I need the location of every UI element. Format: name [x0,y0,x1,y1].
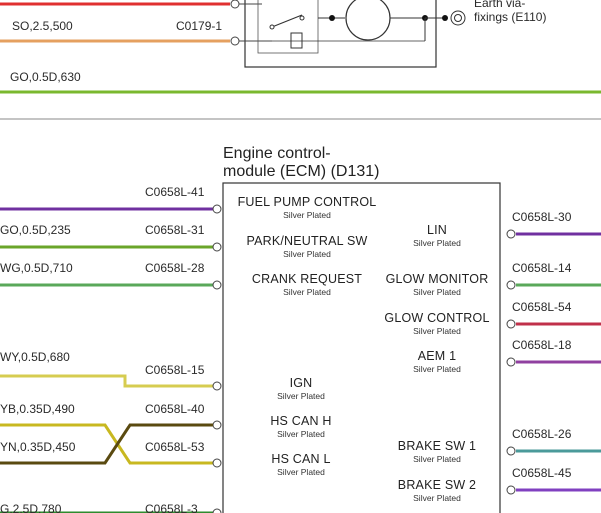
ecm-pin-plating: Silver Plated [277,429,325,439]
left-connector-pin[interactable] [212,242,222,252]
right-wire-3: C0658L-54 [506,300,601,329]
right-connector-label: C0658L-30 [512,210,572,224]
ecm-pin-name: AEM 1 [418,349,457,363]
right-connector-label: C0658L-26 [512,427,572,441]
ecm-pin-plating: Silver Plated [413,454,461,464]
ecm-title-2: module (ECM) (D131) [223,163,379,180]
ecm-pin-name: BRAKE SW 2 [398,478,476,492]
left-wire-6: YN,0.35D,450 C0658L-53 [0,423,222,468]
ecm-pin-name: CRANK REQUEST [252,272,362,286]
left-connector-pin[interactable] [212,508,222,513]
right-connector-label: C0658L-54 [512,300,572,314]
left-wire-7: G,2.5D,780 C0658L-3 [0,502,222,513]
left-connector-pin[interactable] [212,280,222,290]
left-connector-pin[interactable] [212,204,222,214]
left-connector-label: C0658L-28 [145,261,205,275]
left-connector-pin[interactable] [212,420,222,430]
ecm-pin-name: LIN [427,223,447,237]
connector-c0179-top[interactable] [230,0,240,9]
wire-path [0,374,213,388]
ecm-pin-name: IGN [290,376,313,390]
left-wire-label: YB,0.35D,490 [0,402,75,416]
left-connector-label: C0658L-15 [145,363,205,377]
right-wire-6: C0658L-45 [506,466,601,495]
left-connector-label: C0658L-3 [145,502,198,513]
wire-go-630-label: GO,0.5D,630 [10,70,81,84]
right-connector-pin[interactable] [506,485,516,495]
earth-symbol-icon [450,10,466,26]
left-wire-label: WY,0.5D,680 [0,350,70,364]
ecm-pin-plating: Silver Plated [283,287,331,297]
connector-c0179-1[interactable] [230,36,240,46]
left-connector-label: C0658L-40 [145,402,205,416]
fuel-pump-relay-box [239,0,448,68]
left-connector-label: C0658L-41 [145,185,205,199]
right-connector-pin[interactable] [506,280,516,290]
right-wire-1: C0658L-30 [506,210,601,239]
left-wire-label: G,2.5D,780 [0,502,62,513]
earth-label: Earth via- [474,0,525,10]
ecm-pin-plating: Silver Plated [413,364,461,374]
ecm-pin-plating: Silver Plated [413,326,461,336]
ecm-pin-name: HS CAN L [271,452,330,466]
wire-so-label: SO,2.5,500 [12,19,73,33]
earth-label-2: fixings (E110) [474,10,546,24]
right-connector-label: C0658L-14 [512,261,572,275]
ecm-pin-plating: Silver Plated [277,391,325,401]
left-wire-2: GO,0.5D,235 C0658L-31 [0,223,222,252]
ecm-pin-plating: Silver Plated [277,467,325,477]
ecm-title: Engine control- [223,145,331,162]
left-wire-label: YN,0.35D,450 [0,440,76,454]
right-connector-label: C0658L-45 [512,466,572,480]
left-connector-label: C0658L-31 [145,223,205,237]
ecm-pin-name: PARK/NEUTRAL SW [246,234,367,248]
ecm-pin-plating: Silver Plated [413,238,461,248]
ecm-pin-plating: Silver Plated [283,210,331,220]
ecm-box [222,182,501,513]
ecm-pin-plating: Silver Plated [413,493,461,503]
left-wire-3: WG,0.5D,710 C0658L-28 [0,261,222,290]
right-wire-2: C0658L-14 [506,261,601,290]
right-wires: C0658L-30C0658L-14C0658L-54C0658L-18C065… [506,210,601,495]
ecm-pin-name: GLOW CONTROL [384,311,489,325]
ecm-pin-plating: Silver Plated [413,287,461,297]
wire-path [0,423,213,465]
left-wire-label: GO,0.5D,235 [0,223,71,237]
left-connector-pin[interactable] [212,381,222,391]
right-connector-label: C0658L-18 [512,338,572,352]
ecm-pin-plating: Silver Plated [283,249,331,259]
right-connector-pin[interactable] [506,357,516,367]
ecm-pin-name: HS CAN H [270,414,331,428]
left-wire-1: C0658L-41 [0,185,222,214]
left-wire-label: WG,0.5D,710 [0,261,73,275]
right-wire-5: C0658L-26 [506,427,601,456]
ecm-pin-name: FUEL PUMP CONTROL [238,195,377,209]
left-connector-label: C0658L-53 [145,440,205,454]
right-connector-pin[interactable] [506,319,516,329]
left-wire-5: YB,0.35D,490 C0658L-40 [0,402,222,465]
left-connector-pin[interactable] [212,458,222,468]
right-connector-pin[interactable] [506,446,516,456]
wire-so-connector-label: C0179-1 [176,19,222,33]
right-connector-pin[interactable] [506,229,516,239]
right-wire-4: C0658L-18 [506,338,601,367]
ecm-pin-name: BRAKE SW 1 [398,439,476,453]
ecm-pin-name: GLOW MONITOR [386,272,489,286]
